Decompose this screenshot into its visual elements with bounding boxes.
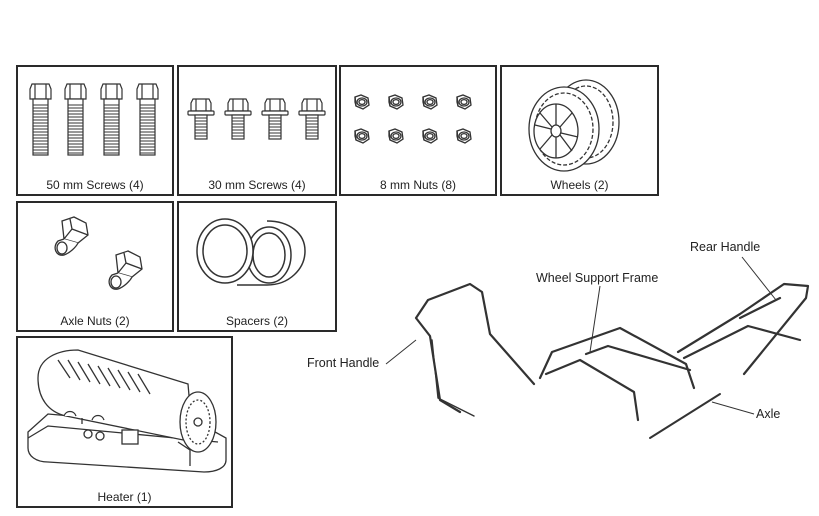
label-axle: Axle (756, 407, 781, 421)
wheel-icon (528, 79, 620, 172)
part-box-8mm-nuts: 8 mm Nuts (8) (339, 65, 497, 196)
part-caption-8mm-nuts: 8 mm Nuts (8) (379, 178, 456, 192)
part-box-30mm-screws: 30 mm Screws (4) (177, 65, 337, 196)
part-box-axle-nuts: Axle Nuts (2) (16, 201, 174, 332)
spacer-icon (196, 218, 306, 286)
part-caption-axle-nuts: Axle Nuts (2) (60, 314, 130, 328)
rear-handle-bar (676, 282, 810, 376)
leader-axle (711, 401, 755, 415)
part-caption-spacers: Spacers (2) (225, 314, 289, 328)
short-screw-icon (187, 98, 326, 140)
axle-rod (649, 393, 721, 439)
axle-nut-icon (54, 216, 143, 290)
part-box-heater: Heater (1) (16, 336, 233, 508)
label-wheel-support-frame: Wheel Support Frame (536, 271, 659, 285)
long-screw-icon (29, 83, 159, 156)
heater-icon (27, 349, 227, 473)
leader-wheel-support-frame (589, 285, 601, 353)
part-box-wheels: Wheels (2) (500, 65, 659, 196)
part-caption-50mm-screws: 50 mm Screws (4) (46, 178, 144, 192)
part-box-50mm-screws: 50 mm Screws (4) (16, 65, 174, 196)
leader-rear-handle (741, 256, 777, 301)
wheel-support-frame-bar (538, 326, 696, 390)
label-rear-handle: Rear Handle (690, 240, 761, 254)
part-caption-30mm-screws: 30 mm Screws (4) (208, 178, 306, 192)
part-box-spacers: Spacers (2) (177, 201, 337, 332)
hex-nut-icon (354, 94, 472, 144)
front-handle-bar (414, 282, 536, 414)
part-caption-heater: Heater (1) (97, 490, 152, 504)
leader-front-handle (385, 339, 417, 365)
label-front-handle: Front Handle (307, 356, 380, 370)
part-caption-wheels: Wheels (2) (550, 178, 609, 192)
